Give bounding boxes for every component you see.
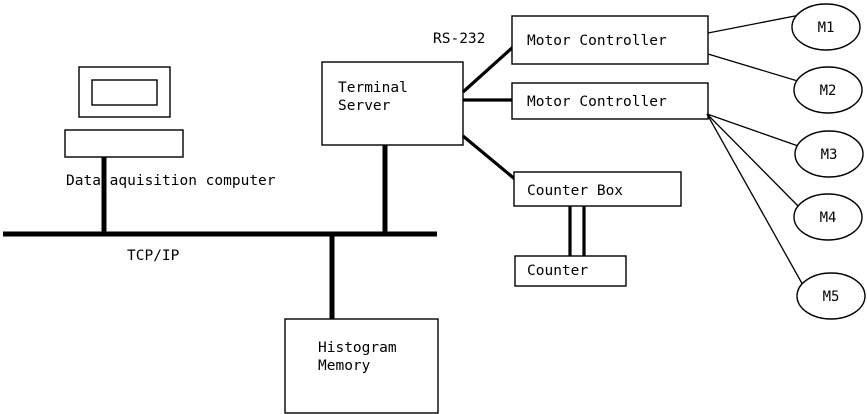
counter-box-node[interactable]	[513, 171, 682, 207]
motor-controller-2-box[interactable]	[511, 82, 709, 120]
link-motor-controller-1-to-m1	[707, 14, 801, 34]
histogram-memory-label-line1: Histogram	[318, 340, 397, 356]
motor-m4-node[interactable]	[793, 193, 863, 241]
link-motor-controller-2-to-m3	[706, 113, 802, 148]
monitor-screen	[91, 79, 158, 106]
motor-m1-label: M1	[818, 20, 835, 36]
counter-node[interactable]	[514, 255, 627, 287]
terminal-server-label-line2: Server	[338, 98, 391, 114]
motor-m3-label: M3	[821, 147, 838, 163]
data-acquisition-computer-label: Data aquisition computer	[66, 173, 276, 189]
histogram-memory-box[interactable]	[284, 318, 439, 414]
motor-m5-label: M5	[823, 289, 840, 305]
terminal-server-box[interactable]	[321, 61, 464, 146]
rs232-label: RS-232	[433, 31, 485, 47]
counter-label: Counter	[527, 263, 588, 279]
motor-m1-node[interactable]	[791, 3, 861, 51]
motor-controller-1-box[interactable]	[511, 15, 709, 65]
motor-m2-node[interactable]	[793, 66, 863, 114]
terminal-server-label-line1: Terminal	[338, 80, 408, 96]
link-motor-controller-2-to-m4	[706, 113, 801, 209]
counter-box-label: Counter Box	[527, 183, 623, 199]
motor-m4-label: M4	[820, 210, 837, 226]
motor-m2-label: M2	[820, 83, 837, 99]
link-terminal-to-counter-box	[461, 134, 518, 182]
tcpip-label: TCP/IP	[127, 248, 180, 264]
link-motor-controller-1-to-m2	[707, 53, 802, 83]
motor-m5-node[interactable]	[796, 272, 866, 320]
keyboard-unit	[64, 129, 184, 158]
motor-controller-1-label: Motor Controller	[527, 33, 667, 49]
motor-controller-2-label: Motor Controller	[527, 94, 667, 110]
motor-m3-node[interactable]	[794, 130, 864, 178]
link-motor-controller-2-to-m5	[706, 113, 805, 288]
histogram-memory-label-line2: Memory	[318, 358, 371, 374]
link-terminal-to-motor-controller-1	[461, 45, 515, 94]
